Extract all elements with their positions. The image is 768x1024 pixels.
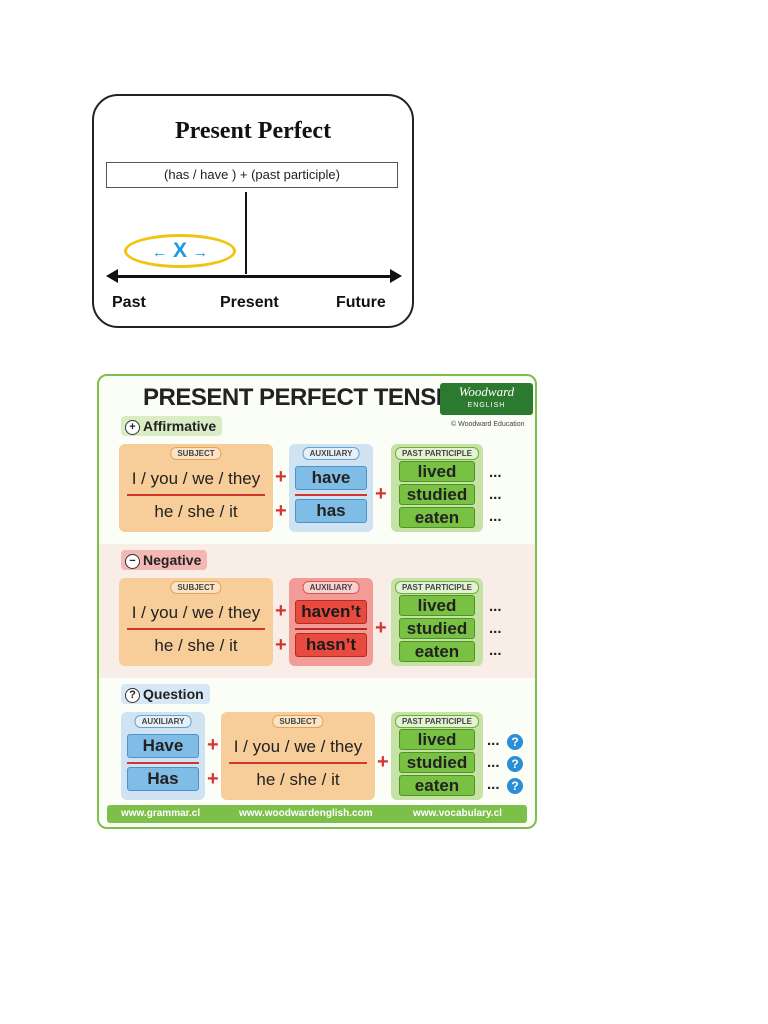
subject-plural: I / you / we / they (131, 603, 261, 622)
minus-circle-icon: − (125, 554, 140, 569)
footer-link-woodward: www.woodwardenglish.com (239, 808, 373, 819)
negative-label-text: Negative (143, 552, 202, 568)
affirmative-auxiliary-box: AUXILIARY have has (289, 444, 373, 532)
question-auxiliary-box: AUXILIARY Have Has (121, 712, 205, 800)
question-participle-box: PAST PARTICIPLE lived studied eaten (391, 712, 483, 800)
chart-footer: www.grammar.cl www.woodwardenglish.com w… (107, 805, 527, 823)
subject-header: SUBJECT (170, 447, 222, 460)
chart-title: PRESENT PERFECT TENSE (143, 384, 452, 411)
auxiliary-has: Has (127, 767, 199, 791)
negative-participle-box: PAST PARTICIPLE lived studied eaten (391, 578, 483, 666)
affirmative-label: +Affirmative (121, 416, 223, 436)
plus-sign: + (207, 734, 219, 756)
plus-sign: + (275, 500, 287, 522)
arrow-left-small-icon: ← (151, 244, 167, 261)
label-future: Future (336, 294, 386, 311)
plus-sign: + (275, 634, 287, 656)
ellipsis: ... (489, 642, 502, 659)
auxiliary-divider (127, 762, 199, 764)
ellipsis: ... (487, 732, 500, 749)
arrow-right-small-icon: → (193, 244, 208, 261)
auxiliary-hasnt: hasn’t (295, 633, 367, 657)
copyright: © Woodward Education (451, 421, 525, 428)
ellipsis: ... (489, 464, 502, 481)
plus-sign: + (275, 466, 287, 488)
timeline-card: Present Perfect (has / have ) + (past pa… (92, 94, 414, 328)
auxiliary-header: AUXILIARY (302, 447, 360, 460)
ellipsis: ... (489, 508, 502, 525)
timeline-axis (114, 275, 390, 278)
participle-header: PAST PARTICIPLE (395, 581, 479, 594)
participle-eaten: eaten (399, 641, 475, 662)
event-oval: ← X → (124, 234, 236, 268)
auxiliary-header: AUXILIARY (134, 715, 192, 728)
participle-header: PAST PARTICIPLE (395, 447, 479, 460)
participle-studied: studied (399, 484, 475, 505)
present-line (245, 192, 247, 274)
arrow-left-icon (106, 269, 118, 283)
auxiliary-divider (295, 628, 367, 630)
negative-auxiliary-box: AUXILIARY haven’t hasn’t (289, 578, 373, 666)
label-past: Past (112, 294, 146, 311)
plus-sign: + (275, 600, 287, 622)
subject-plural: I / you / we / they (233, 737, 363, 756)
question-label: ?Question (121, 684, 210, 704)
question-mark-icon: ? (507, 734, 523, 750)
tense-chart: PRESENT PERFECT TENSE Woodward ENGLISH ©… (97, 374, 537, 829)
auxiliary-have: Have (127, 734, 199, 758)
ellipsis: ... (489, 598, 502, 615)
subject-divider (127, 628, 265, 630)
auxiliary-has: has (295, 499, 367, 523)
ellipsis: ... (489, 486, 502, 503)
ellipsis: ... (489, 620, 502, 637)
subject-header: SUBJECT (272, 715, 324, 728)
auxiliary-header: AUXILIARY (302, 581, 360, 594)
subject-header: SUBJECT (170, 581, 222, 594)
woodward-logo: Woodward ENGLISH (440, 383, 533, 415)
auxiliary-divider (295, 494, 367, 496)
logo-text: Woodward (458, 384, 515, 399)
affirmative-participle-box: PAST PARTICIPLE lived studied eaten (391, 444, 483, 532)
affirmative-label-text: Affirmative (143, 418, 217, 434)
negative-subject-box: SUBJECT I / you / we / they he / she / i… (119, 578, 273, 666)
participle-lived: lived (399, 595, 475, 616)
participle-lived: lived (399, 461, 475, 482)
subject-singular: he / she / it (154, 636, 238, 655)
question-circle-icon: ? (125, 688, 140, 703)
question-label-text: Question (143, 686, 204, 702)
auxiliary-have: have (295, 466, 367, 490)
subject-divider (229, 762, 367, 764)
subject-plural: I / you / we / they (131, 469, 261, 488)
participle-lived: lived (399, 729, 475, 750)
plus-sign: + (375, 617, 387, 639)
arrow-right-icon (390, 269, 402, 283)
affirmative-subject-box: SUBJECT I / you / we / they he / she / i… (119, 444, 273, 532)
participle-eaten: eaten (399, 775, 475, 796)
ellipsis: ... (487, 776, 500, 793)
participle-header: PAST PARTICIPLE (395, 715, 479, 728)
formula-box: (has / have ) + (past participle) (106, 162, 398, 188)
auxiliary-havent: haven’t (295, 600, 367, 624)
question-mark-icon: ? (507, 778, 523, 794)
ellipsis: ... (487, 754, 500, 771)
participle-eaten: eaten (399, 507, 475, 528)
plus-circle-icon: + (125, 420, 140, 435)
participle-studied: studied (399, 752, 475, 773)
plus-sign: + (375, 483, 387, 505)
event-marker: X (172, 239, 187, 262)
footer-link-vocabulary: www.vocabulary.cl (413, 808, 502, 819)
subject-singular: he / she / it (154, 502, 238, 521)
participle-studied: studied (399, 618, 475, 639)
subject-singular: he / she / it (256, 770, 340, 789)
label-present: Present (220, 294, 279, 311)
negative-label: −Negative (121, 550, 208, 570)
plus-sign: + (207, 768, 219, 790)
logo-subtext: ENGLISH (467, 402, 506, 409)
subject-divider (127, 494, 265, 496)
timeline-title: Present Perfect (174, 118, 332, 144)
plus-sign: + (377, 751, 389, 773)
footer-link-grammar: www.grammar.cl (121, 808, 201, 819)
question-mark-icon: ? (507, 756, 523, 772)
question-subject-box: SUBJECT I / you / we / they he / she / i… (221, 712, 375, 800)
